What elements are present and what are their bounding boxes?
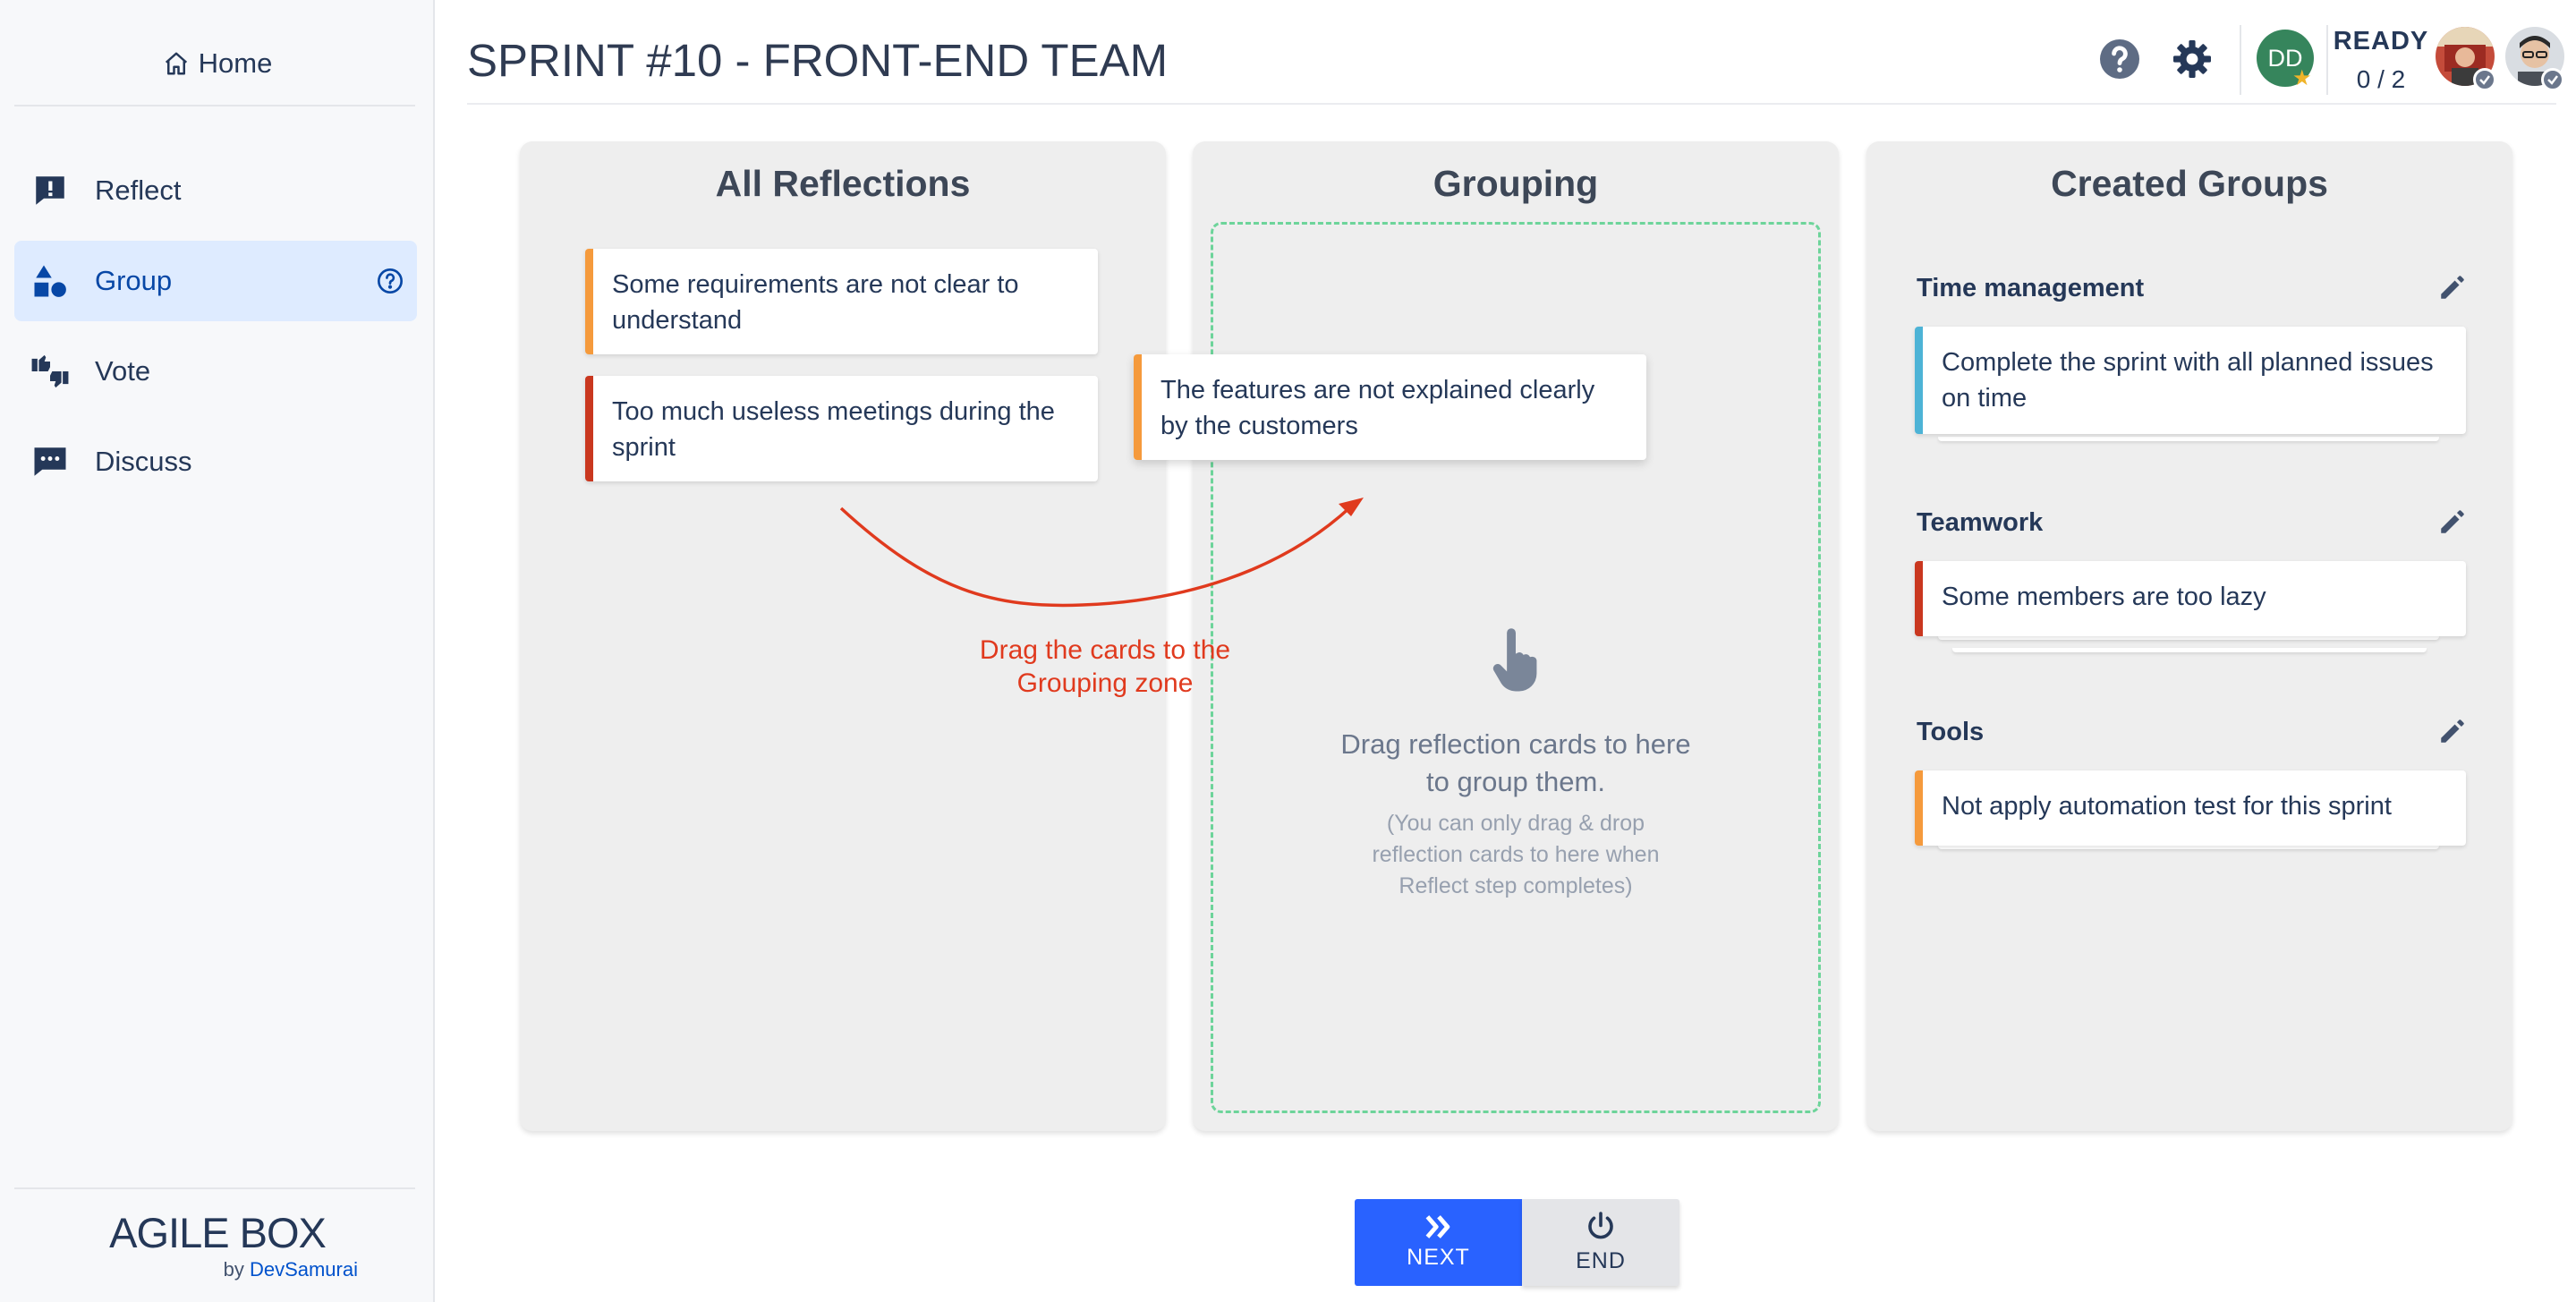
stacked-card-edge [1938,845,2439,849]
ready-count: 0 / 2 [2356,65,2406,93]
grouping-panel: Grouping Drag reflection cards to here t… [1193,141,1839,1131]
brand-by-text: by [223,1258,244,1281]
check-badge-icon [2473,68,2496,91]
card-text: Complete the sprint with all planned iss… [1942,348,2434,413]
brand-title: AGILE BOX [109,1209,327,1256]
card-text: Some members are too lazy [1942,583,2266,611]
hand-pointer-icon [1213,627,1818,694]
sidebar-divider [14,105,415,106]
star-icon: ★ [2292,66,2312,90]
stacked-card-edge [1938,437,2439,441]
panel-title: All Reflections [715,163,971,204]
sidebar-item-vote[interactable]: Vote [14,331,417,412]
pencil-icon[interactable] [2437,272,2468,302]
panel-title: Grouping [1433,163,1599,204]
drop-zone-hint: Drag reflection cards to here to group t… [1213,726,1818,801]
group-card[interactable]: Not apply automation test for this sprin… [1915,770,2466,846]
header-separator [2240,25,2241,95]
card-color-bar [1134,354,1142,460]
end-button[interactable]: END [1522,1199,1679,1286]
exclamation-comment-icon [30,171,70,210]
grouping-drop-zone[interactable]: Drag reflection cards to here to group t… [1211,222,1821,1113]
ready-status: READY 0 / 2 [2332,27,2430,94]
home-label: Home [198,47,273,79]
created-groups-panel: Created Groups Time management Complete … [1866,141,2512,1131]
home-link[interactable]: Home [0,43,435,84]
home-icon [163,50,190,77]
pencil-icon[interactable] [2437,506,2468,537]
step-nav: Reflect Group Vote Discuss [14,150,417,512]
help-icon[interactable] [2098,38,2141,81]
sidebar-item-label: Group [95,265,173,296]
shapes-icon [30,261,70,301]
power-icon [1585,1211,1617,1243]
panel-title: Created Groups [2051,163,2328,204]
subhint-text: (You can only drag & drop reflection car… [1372,811,1660,898]
card-text: Too much useless meetings during the spr… [612,397,1055,462]
card-color-bar [1915,770,1923,846]
header-divider [467,103,2556,105]
end-label: END [1576,1248,1626,1273]
sidebar: Home Reflect Group Vote [0,0,435,1302]
next-button[interactable]: NEXT [1355,1199,1522,1286]
brand-company: DevSamurai [249,1258,358,1281]
avatar[interactable]: DD [2257,30,2314,87]
sidebar-item-reflect[interactable]: Reflect [14,150,417,231]
sidebar-item-label: Vote [95,355,151,387]
next-label: NEXT [1407,1245,1470,1270]
group-card[interactable]: Complete the sprint with all planned iss… [1915,327,2466,434]
sidebar-divider [14,1187,415,1189]
group-name[interactable]: Teamwork [1917,508,2044,537]
brand-logo: AGILE BOX by DevSamurai [0,1208,435,1281]
check-badge-icon [2541,68,2564,91]
group-card[interactable]: Some members are too lazy [1915,561,2466,636]
sidebar-item-group[interactable]: Group [14,241,417,321]
stacked-card-edge [1952,648,2427,652]
reflection-card[interactable]: Some requirements are not clear to under… [585,249,1098,354]
card-text: Some requirements are not clear to under… [612,270,1019,335]
thumbs-icon [30,352,70,391]
stacked-card-edge [1938,635,2439,640]
all-reflections-panel: All Reflections Some requirements are no… [520,141,1166,1131]
card-text: Not apply automation test for this sprin… [1942,792,2392,821]
brand-byline: by DevSamurai [224,1258,358,1281]
header-separator [2326,25,2328,95]
help-circle-icon[interactable] [376,267,404,295]
page-title: SPRINT #10 - FRONT-END TEAM [467,35,1169,86]
hint-text: Drag reflection cards to here to group t… [1340,728,1691,797]
gear-icon[interactable] [2171,38,2214,81]
drag-hint-annotation: Drag the cards to the Grouping zone [979,635,1231,698]
group-name[interactable]: Time management [1917,274,2145,302]
reflection-card[interactable]: Too much useless meetings during the spr… [585,376,1098,481]
sidebar-item-label: Discuss [95,446,192,477]
pencil-icon[interactable] [2437,716,2468,746]
card-color-bar [1915,561,1923,636]
ready-label: READY [2333,27,2429,55]
sidebar-item-label: Reflect [95,174,182,206]
drop-zone-subhint: (You can only drag & drop reflection car… [1213,808,1818,902]
card-color-bar [1915,327,1923,434]
chat-dots-icon [30,442,70,481]
card-text: The features are not explained clearly b… [1160,376,1595,440]
double-chevron-right-icon [1424,1214,1454,1239]
card-color-bar [585,376,593,481]
group-name[interactable]: Tools [1917,718,1985,746]
sidebar-item-discuss[interactable]: Discuss [14,421,417,502]
dragging-reflection-card[interactable]: The features are not explained clearly b… [1134,354,1646,460]
card-color-bar [585,249,593,354]
